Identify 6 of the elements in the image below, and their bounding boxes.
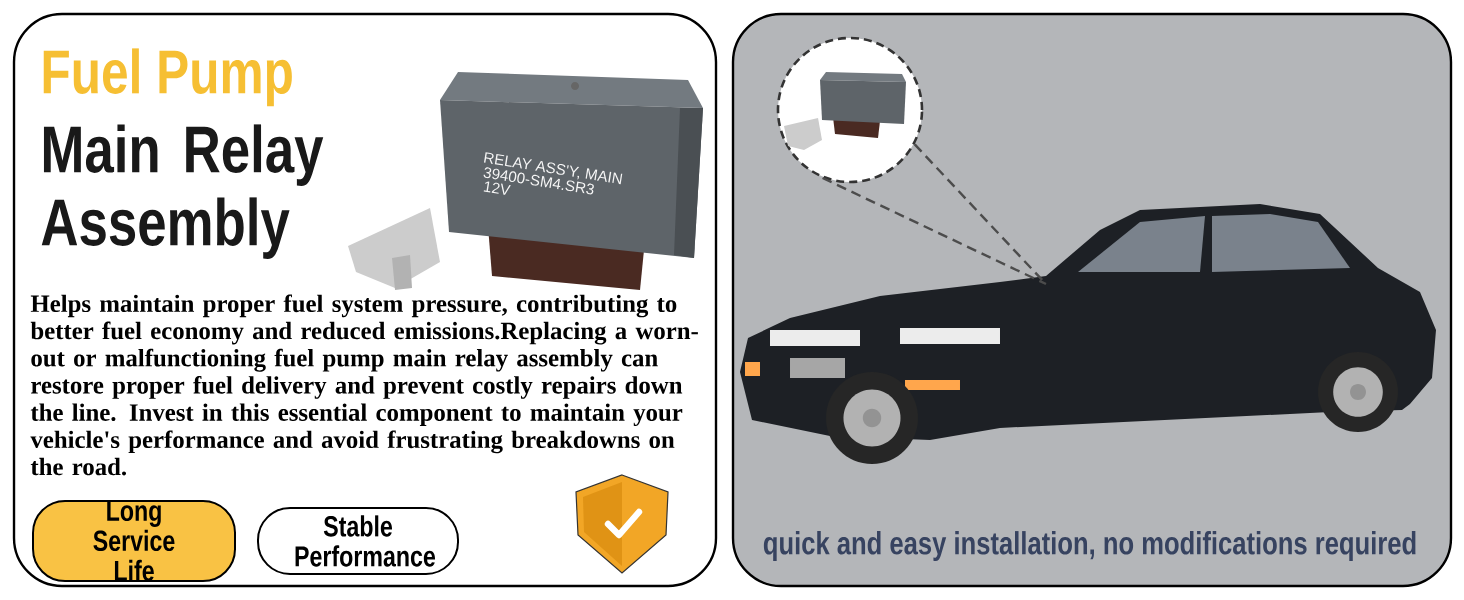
heading: Fuel Pump: [43, 48, 292, 107]
description: Helps maintain proper fuel system pressure, contributing to better fuel economy and reduced emissions.Replacing a worn-out or malfunctioning fuel pump main relay assembly can restore proper fuel delivery and prevent costly repairs down the line. Invest in this essential component to maintain your vehicle's performance and avoid frustrating breakdowns on the road.: [30, 294, 698, 476]
tagline: quick and easy installation, no modifications required: [763, 531, 1416, 561]
feature-badge: Stable Performance: [257, 507, 459, 575]
leader-line: [822, 176, 1047, 286]
heading: Main Relay Assembly: [41, 124, 324, 259]
